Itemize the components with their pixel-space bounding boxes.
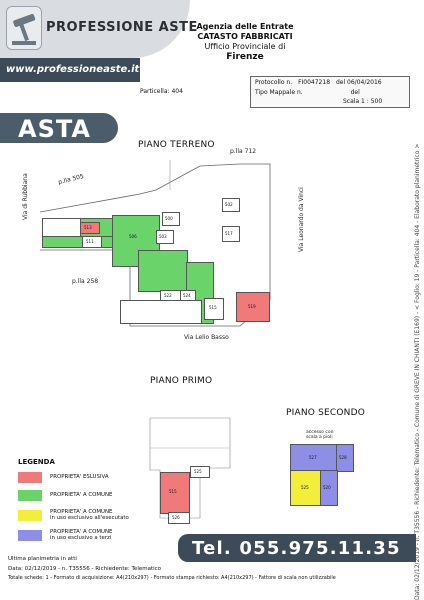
asta-label: ASTA <box>18 115 91 143</box>
room-510 <box>42 218 82 238</box>
protocollo-label: Protocollo n. <box>255 79 293 86</box>
legend-item-exec: PROPRIETA' A COMUNE in uso esclusivo all… <box>50 509 129 521</box>
phone-number[interactable]: Tel. 055.975.11.35 <box>192 538 401 559</box>
legend-label-terzi: PROPRIETA' A COMUNE <box>50 529 113 535</box>
room-515: 515 <box>204 298 224 320</box>
particella-label: Particella: <box>140 88 170 95</box>
legend-label-exec: PROPRIETA' A COMUNE <box>50 509 113 515</box>
room-506-label: 506 <box>129 234 137 239</box>
side-stamp-text: Data: 02/12/2019 - n. T35556 - Richieden… <box>414 143 421 600</box>
room-513: 513 <box>80 222 100 234</box>
room-527-label: 527 <box>309 455 317 460</box>
phone-banner <box>178 534 416 562</box>
scala-row: Scala 1 : 500 <box>343 98 382 105</box>
piano-terreno-label: PIANO TERRENO <box>138 140 215 150</box>
footer-line-3: Totale schede: 1 - Formato di acquisizio… <box>8 575 336 581</box>
room-525b-label: 525 <box>301 485 309 490</box>
room-common-c <box>138 250 188 292</box>
scala-label: Scala 1 : 500 <box>343 98 383 105</box>
legend-swatch-terzi <box>18 530 42 541</box>
legend-sub-exec: in uso esclusivo all'esecutato <box>50 515 129 521</box>
legend-sub-terzi: in uso esclusivo a terzi <box>50 535 112 541</box>
room-525-second: 525 <box>290 470 322 506</box>
room-511-label: 511 <box>86 239 94 244</box>
piano-primo-label: PIANO PRIMO <box>150 376 213 386</box>
room-503: 503 <box>156 230 174 244</box>
agency-line3: Ufficio Provinciale di <box>204 42 286 51</box>
agency-line4: Firenze <box>226 52 264 62</box>
agency-line2: CATASTO FABBRICATI <box>197 32 293 41</box>
legend-swatch-exec <box>18 510 42 521</box>
room-row-boxes <box>120 300 202 324</box>
brand-title: PROFESSIONE ASTE <box>46 20 198 35</box>
legend-label-common: PROPRIETA' A COMUNE <box>50 492 113 498</box>
room-522-label: 522 <box>164 293 172 298</box>
particella-row: Particella: 404 <box>140 88 183 95</box>
protocollo-del-label: del <box>335 79 346 86</box>
room-502: 502 <box>222 198 240 212</box>
website-link[interactable]: www.professioneaste.it <box>6 64 140 75</box>
room-528-label: 528 <box>339 455 347 460</box>
room-519: 519 <box>236 292 270 322</box>
tipo-label: Tipo Mappale n. <box>255 89 303 96</box>
room-511: 511 <box>82 236 102 248</box>
agency-heading: Agenzia delle Entrate CATASTO FABBRICATI… <box>190 22 300 62</box>
footer-line-2: Data: 02/12/2019 - n. T35556 - Richieden… <box>8 566 162 572</box>
plla-258-label: p.lla 258 <box>72 278 99 285</box>
secondo-note: accesso con scala a pioli <box>306 430 334 440</box>
room-525: 525 <box>190 466 210 478</box>
header-table: Protocollo n. FI0047218 del 06/04/2016 T… <box>250 76 410 108</box>
particella-value: 404 <box>171 88 183 95</box>
room-515b-label: 515 <box>169 489 177 494</box>
room-502-label: 502 <box>225 202 233 207</box>
room-526: 526 <box>168 512 190 524</box>
room-520-label: 520 <box>323 485 331 490</box>
legend-item-terzi: PROPRIETA' A COMUNE in uso esclusivo a t… <box>50 529 112 541</box>
room-527: 527 <box>290 444 338 472</box>
legend-swatch-exclusive <box>18 472 42 483</box>
room-519-label: 519 <box>248 304 256 309</box>
tipo-del-label: del <box>350 89 360 96</box>
footer-line-1: Ultima planimetria in atti <box>8 556 77 562</box>
protocollo-row: Protocollo n. FI0047218 del 06/04/2016 <box>255 79 382 86</box>
plla-712-label: p.lla 712 <box>230 148 257 155</box>
room-500-label: 500 <box>165 216 173 221</box>
room-520: 520 <box>320 470 338 506</box>
via-rubbiana-label: Via di Rubbiana <box>22 173 29 220</box>
room-513-label: 513 <box>84 225 92 230</box>
room-517: 517 <box>222 226 240 242</box>
piano-secondo-label: PIANO SECONDO <box>286 408 366 418</box>
room-524-label: 524 <box>183 293 191 298</box>
agency-line1: Agenzia delle Entrate <box>196 22 294 31</box>
logo-icon <box>6 6 42 50</box>
room-525-label: 525 <box>194 469 202 474</box>
legend-swatch-common <box>18 490 42 501</box>
asta-band <box>0 113 118 143</box>
room-515-label: 515 <box>209 305 217 310</box>
room-526-label: 526 <box>172 515 180 520</box>
tipo-row: Tipo Mappale n. del <box>255 89 360 96</box>
via-lelio-basso-label: Via Lelio Basso <box>184 334 229 341</box>
room-503-label: 503 <box>159 234 167 239</box>
protocollo-value: FI0047218 <box>298 79 331 86</box>
first-floor-outline <box>149 417 231 519</box>
url-band <box>0 58 140 82</box>
room-515-first: 515 <box>160 472 190 514</box>
room-517-label: 517 <box>225 231 233 236</box>
room-500: 500 <box>162 212 180 226</box>
legend-title: LEGENDA <box>18 458 55 466</box>
legend-label-exclusive: PROPRIETA' ESLUSIVA <box>50 474 109 480</box>
protocollo-date: 06/04/2016 <box>347 79 382 86</box>
room-528: 528 <box>336 444 354 472</box>
